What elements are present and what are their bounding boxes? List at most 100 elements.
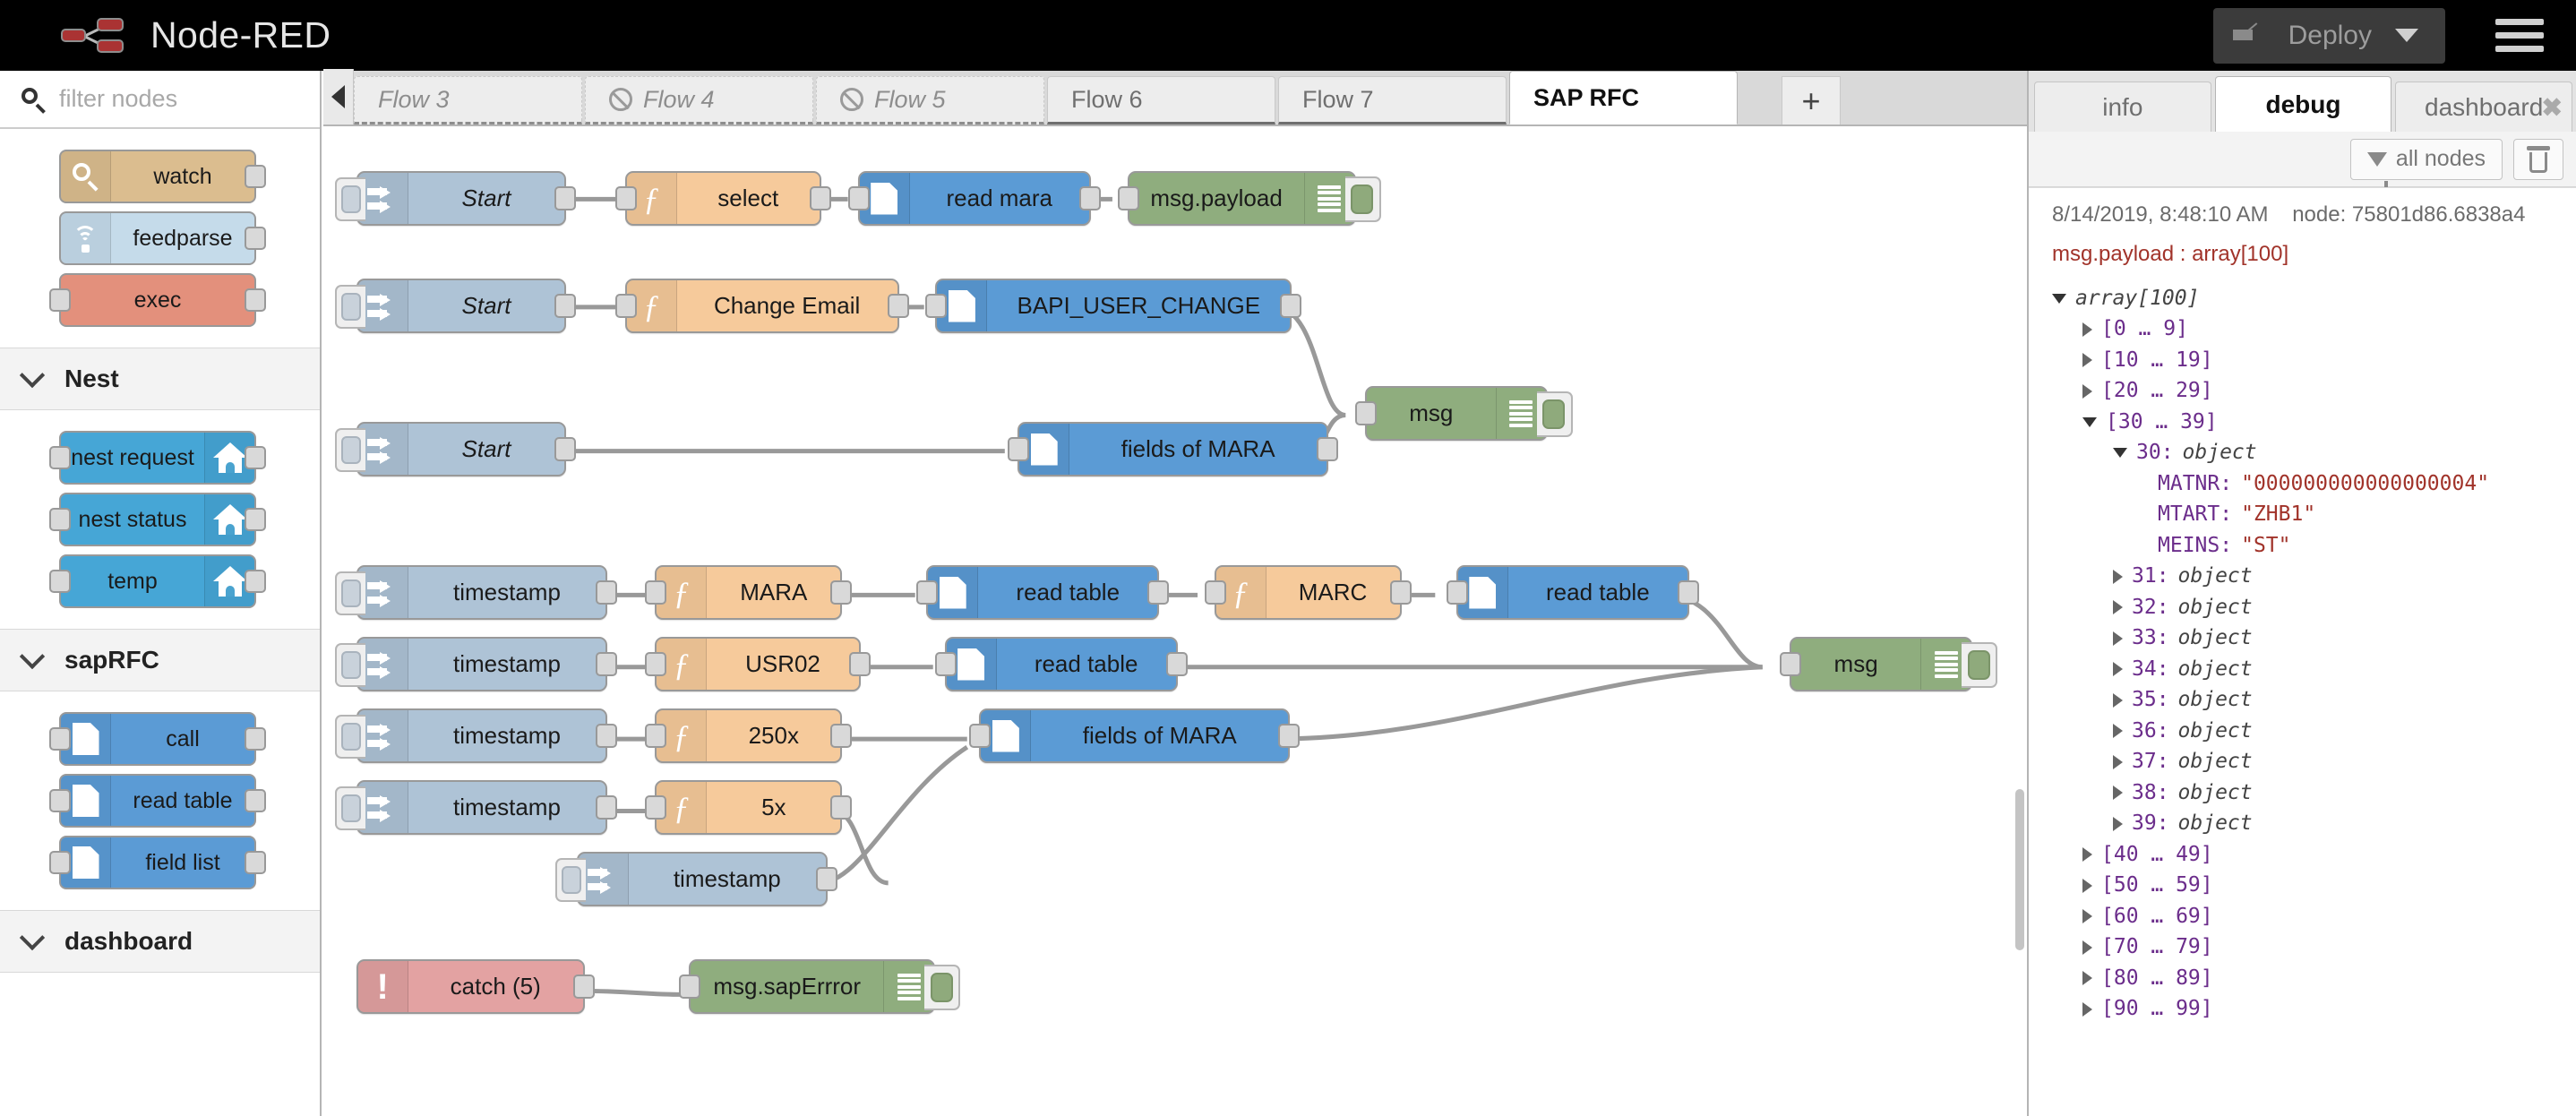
caret-right-icon[interactable] <box>2113 724 2123 739</box>
debug-tree-row[interactable]: 32:object <box>2052 592 2567 623</box>
debug-enable-button[interactable] <box>1536 391 1573 437</box>
node-output-port[interactable] <box>830 795 853 820</box>
node-output-port[interactable] <box>245 570 266 593</box>
palette-node-temp[interactable]: temp <box>49 554 266 608</box>
flow-node-start[interactable]: Start <box>334 279 577 333</box>
node-output-port[interactable] <box>596 580 618 605</box>
node-output-port[interactable] <box>1389 580 1412 605</box>
node-input-port[interactable] <box>49 851 71 874</box>
flow-node-msg[interactable]: msg <box>1780 637 1998 691</box>
caret-right-icon[interactable] <box>2082 909 2092 924</box>
caret-right-icon[interactable] <box>2082 847 2092 863</box>
palette-category-nest[interactable]: Nest <box>0 348 320 410</box>
node-input-port[interactable] <box>49 508 71 531</box>
node-output-port[interactable] <box>830 724 853 748</box>
sidebar-tab-debug[interactable]: debug <box>2214 76 2392 132</box>
inject-trigger-button[interactable] <box>334 715 365 759</box>
caret-right-icon[interactable] <box>2113 692 2123 708</box>
caret-right-icon[interactable] <box>2082 353 2092 368</box>
flow-node-msg-saperrror[interactable]: msg.sapErrror <box>679 959 961 1014</box>
node-input-port[interactable] <box>614 294 637 318</box>
caret-right-icon[interactable] <box>2113 662 2123 677</box>
node-output-port[interactable] <box>596 652 618 676</box>
debug-enable-button[interactable] <box>1962 642 1998 688</box>
node-output-port[interactable] <box>245 227 266 250</box>
flow-tab-flow-5[interactable]: Flow 5 <box>816 76 1044 124</box>
palette-category-dashboard[interactable]: dashboard <box>0 910 320 973</box>
deploy-button[interactable]: Deploy <box>2212 7 2445 64</box>
flow-node-msg[interactable]: msg <box>1354 386 1573 441</box>
flow-node-read-table[interactable]: read table <box>1446 565 1699 620</box>
flow-node-read-table[interactable]: read table <box>916 565 1170 620</box>
caret-down-icon[interactable] <box>2082 416 2097 427</box>
palette-node-feedparse[interactable]: feedparse <box>59 211 266 265</box>
debug-tree-row[interactable]: 33:object <box>2052 623 2567 655</box>
caret-right-icon[interactable] <box>2082 383 2092 399</box>
node-input-port[interactable] <box>49 727 71 751</box>
flow-node-catch-5-[interactable]: !catch (5) <box>356 959 595 1014</box>
palette-node-call[interactable]: call <box>49 712 266 766</box>
node-output-port[interactable] <box>1078 186 1101 210</box>
inject-trigger-button[interactable] <box>334 643 365 687</box>
flow-node-msg-payload[interactable]: msg.payload <box>1117 171 1381 226</box>
add-flow-button[interactable]: + <box>1782 76 1841 124</box>
flow-node-read-table[interactable]: read table <box>934 637 1188 691</box>
caret-right-icon[interactable] <box>2113 816 2123 831</box>
debug-tree-row[interactable]: 34:object <box>2052 654 2567 685</box>
node-output-port[interactable] <box>245 727 266 751</box>
flow-tab-sap-rfc[interactable]: SAP RFC <box>1509 71 1738 124</box>
node-output-port[interactable] <box>245 789 266 812</box>
node-input-port[interactable] <box>925 294 948 318</box>
node-input-port[interactable] <box>645 795 667 820</box>
node-output-port[interactable] <box>887 294 909 318</box>
caret-right-icon[interactable] <box>2113 754 2123 769</box>
node-input-port[interactable] <box>49 570 71 593</box>
debug-tree-row[interactable]: [70 … 79] <box>2052 932 2567 964</box>
debug-tree-row[interactable]: 36:object <box>2052 716 2567 747</box>
node-output-port[interactable] <box>596 724 618 748</box>
clear-debug-button[interactable] <box>2513 138 2563 180</box>
debug-tree-row[interactable]: [80 … 89] <box>2052 963 2567 994</box>
caret-right-icon[interactable] <box>2082 971 2092 986</box>
inject-trigger-button[interactable] <box>334 571 365 615</box>
flow-node-timestamp[interactable]: timestamp <box>334 637 618 691</box>
caret-right-icon[interactable] <box>2113 600 2123 615</box>
node-input-port[interactable] <box>934 652 957 676</box>
node-input-port[interactable] <box>49 789 71 812</box>
debug-tree-row[interactable]: 38:object <box>2052 777 2567 809</box>
node-input-port[interactable] <box>679 974 700 999</box>
search-input[interactable] <box>59 85 292 113</box>
node-output-port[interactable] <box>596 795 618 820</box>
caret-right-icon[interactable] <box>2113 631 2123 646</box>
node-input-port[interactable] <box>1008 437 1030 461</box>
sidebar-tab-info[interactable]: info <box>2034 82 2211 132</box>
node-output-port[interactable] <box>1165 652 1188 676</box>
flow-node-fields-of-mara[interactable]: fields of MARA <box>1008 422 1338 476</box>
palette-category-saprfc[interactable]: sapRFC <box>0 629 320 691</box>
debug-tree-row[interactable]: 35:object <box>2052 685 2567 717</box>
palette-node-read-table[interactable]: read table <box>49 774 266 828</box>
node-input-port[interactable] <box>969 724 992 748</box>
node-input-port[interactable] <box>1446 580 1468 605</box>
sidebar-tab-dashboard[interactable]: dashboard✖ <box>2395 82 2573 132</box>
node-input-port[interactable] <box>847 186 870 210</box>
caret-right-icon[interactable] <box>2113 785 2123 801</box>
debug-tree-row[interactable]: array[100] <box>2052 283 2567 314</box>
debug-tree-row[interactable]: [30 … 39] <box>2052 407 2567 438</box>
debug-tree-row[interactable]: [60 … 69] <box>2052 901 2567 932</box>
node-output-port[interactable] <box>830 580 853 605</box>
debug-message-list[interactable]: 8/14/2019, 8:48:10 AM node: 75801d86.683… <box>2029 187 2576 1116</box>
flow-tab-flow-3[interactable]: Flow 3 <box>354 76 582 124</box>
debug-tree-row[interactable]: [50 … 59] <box>2052 871 2567 902</box>
node-output-port[interactable] <box>245 288 266 312</box>
caret-right-icon[interactable] <box>2082 940 2092 955</box>
node-output-port[interactable] <box>245 165 266 188</box>
node-output-port[interactable] <box>245 508 266 531</box>
caret-down-icon[interactable] <box>2113 448 2127 459</box>
chevron-down-icon[interactable] <box>2395 29 2418 42</box>
caret-right-icon[interactable] <box>2113 569 2123 584</box>
node-input-port[interactable] <box>645 652 667 676</box>
